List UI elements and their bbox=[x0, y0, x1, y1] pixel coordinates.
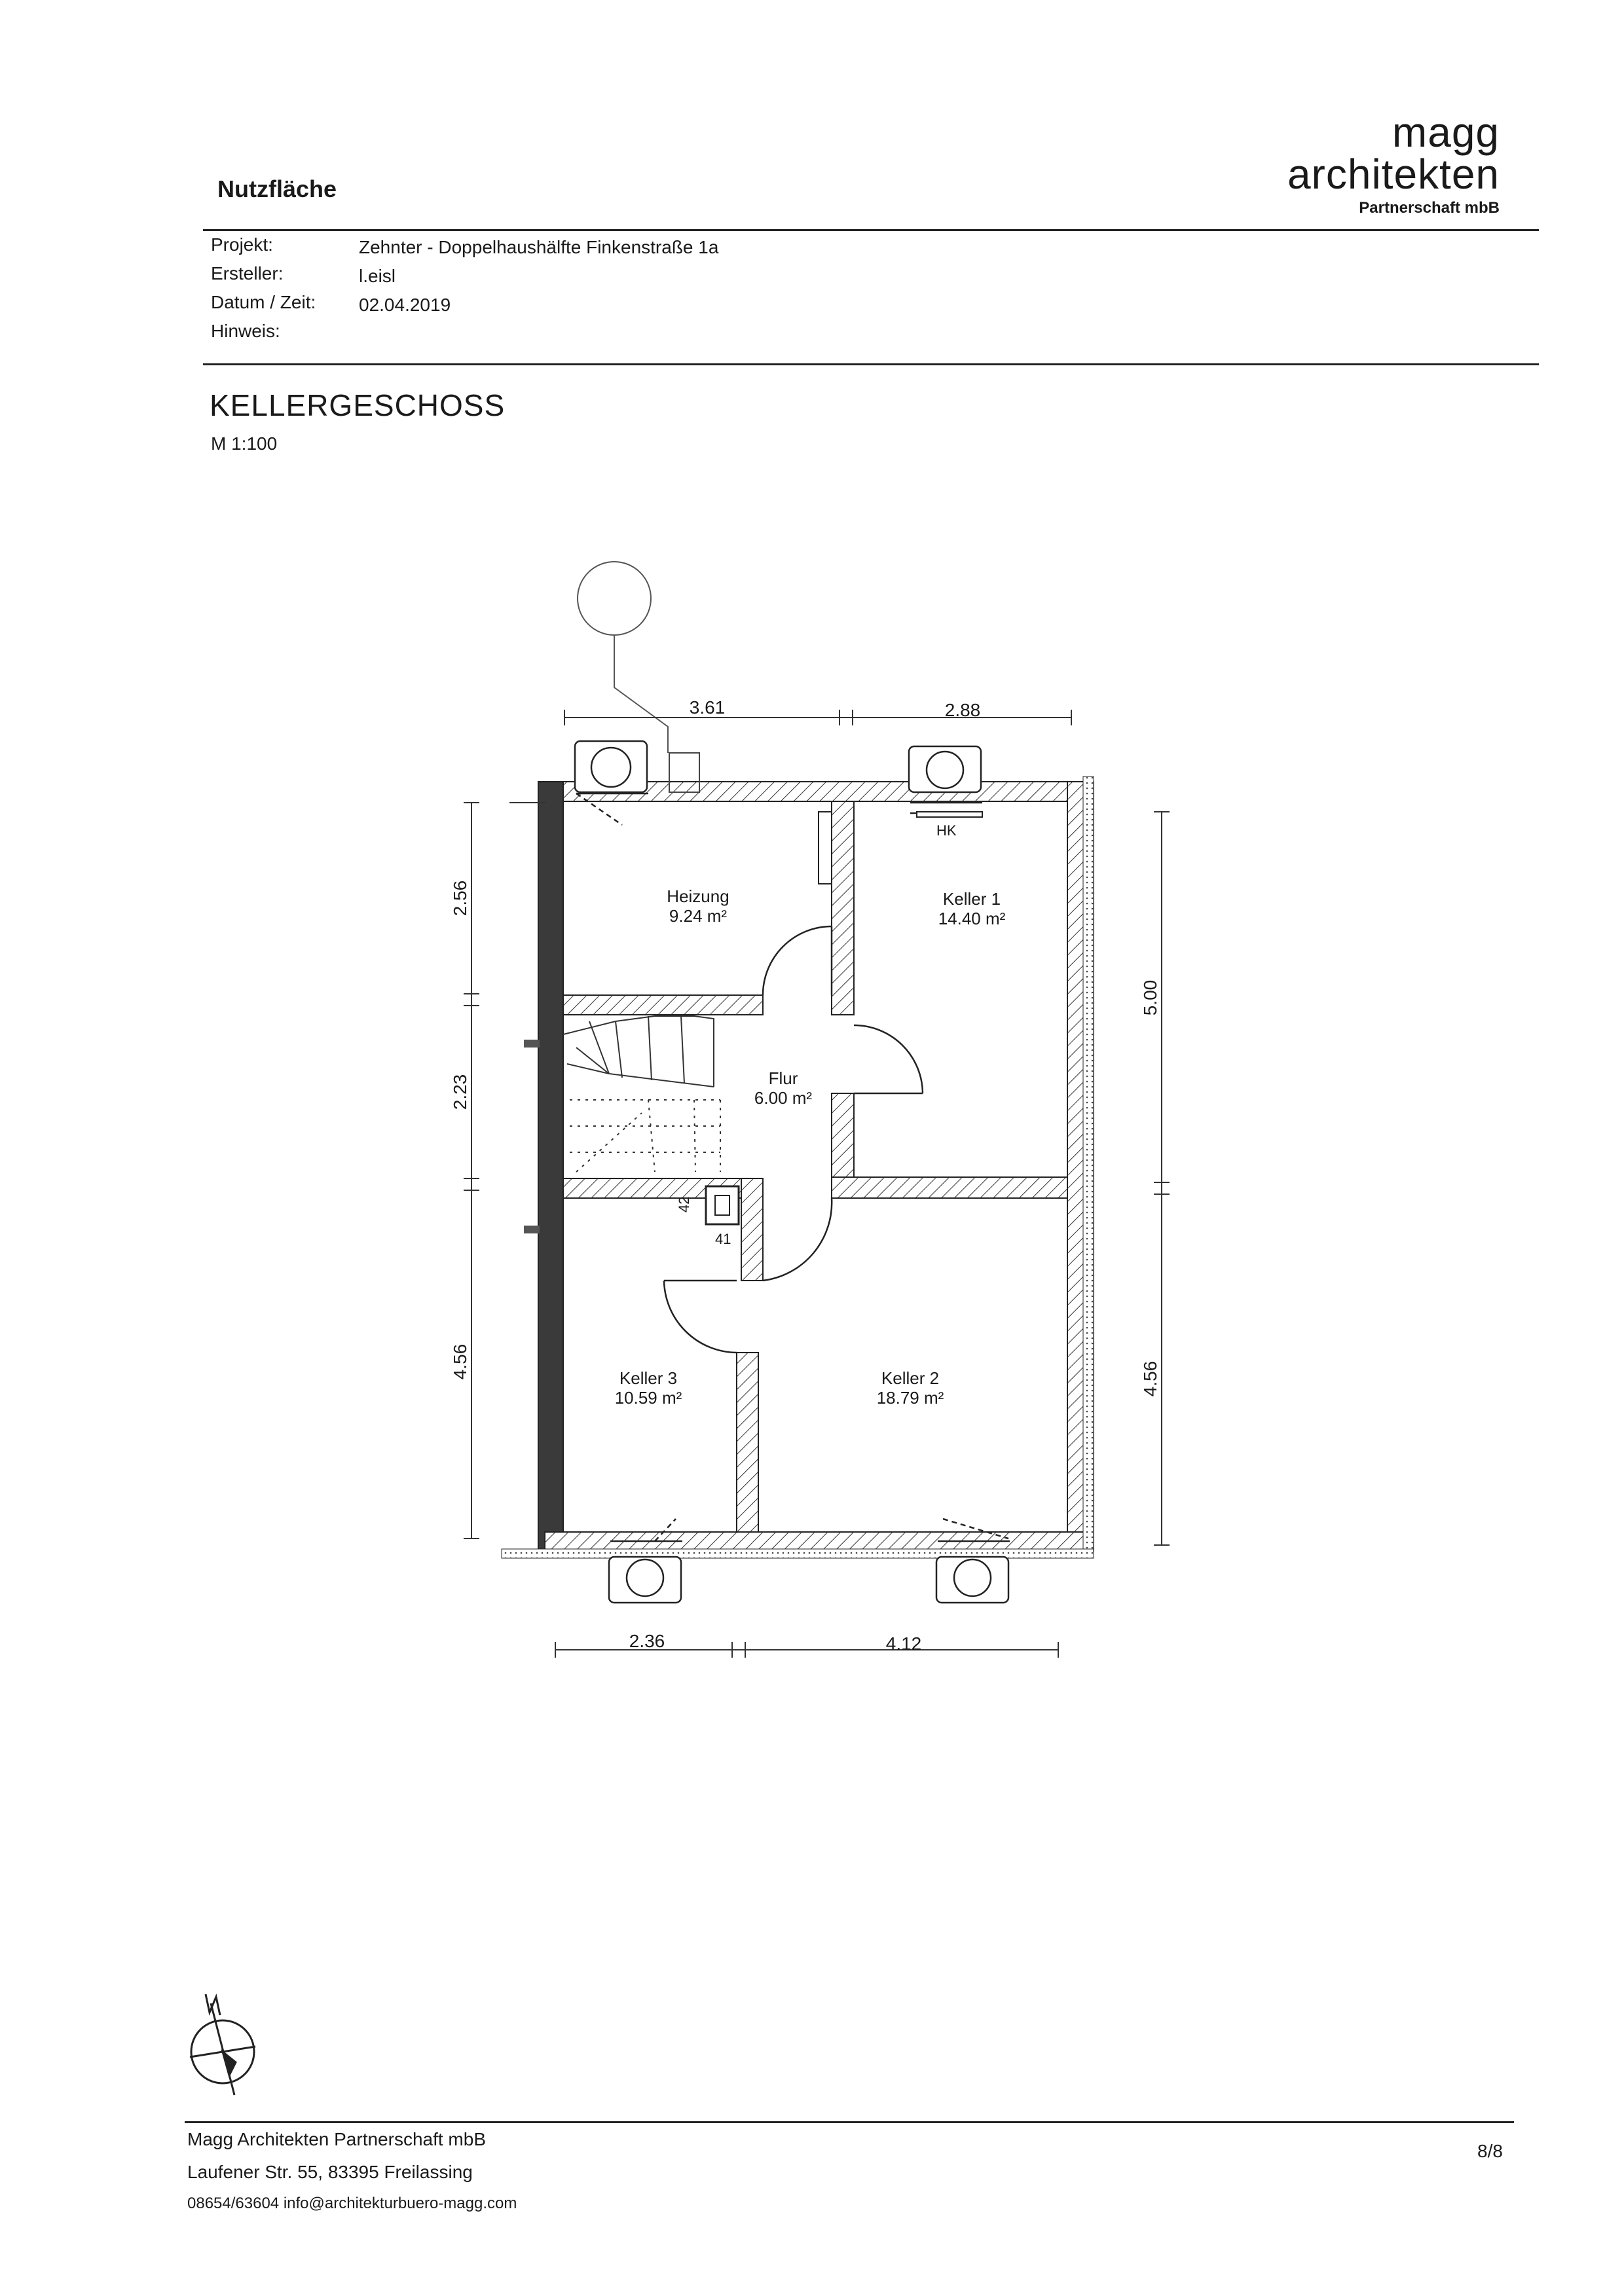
room-name: Heizung bbox=[667, 886, 729, 906]
dim-bottom-right: 4.12 bbox=[886, 1633, 922, 1654]
chimney-label-b: 41 bbox=[715, 1231, 731, 1247]
room-name: Keller 3 bbox=[619, 1368, 677, 1388]
dimension-lines bbox=[464, 710, 1170, 1658]
floor-title: KELLERGESCHOSS bbox=[210, 388, 506, 422]
header-rule bbox=[203, 229, 1539, 231]
footer-company: Magg Architekten Partnerschaft mbB bbox=[187, 2129, 486, 2149]
company-logo: magg architekten Partnerschaft mbB bbox=[1166, 111, 1500, 217]
room-area: 9.24 m² bbox=[669, 906, 727, 926]
page-title: Nutzfläche bbox=[217, 175, 337, 202]
footer-address: Laufener Str. 55, 83395 Freilassing bbox=[187, 2162, 473, 2182]
room-name: Flur bbox=[769, 1068, 798, 1088]
doors bbox=[663, 925, 924, 1354]
hk-label: HK bbox=[936, 822, 957, 839]
footer-contact: 08654/63604 info@architekturbuero-magg.c… bbox=[187, 2195, 517, 2212]
dim-right-1: 5.00 bbox=[1140, 980, 1160, 1016]
floor-scale: M 1:100 bbox=[211, 433, 278, 454]
reference-marker bbox=[577, 561, 669, 753]
dim-right-2: 4.56 bbox=[1140, 1361, 1160, 1397]
interior-walls bbox=[563, 752, 1068, 1533]
dimension-labels: 3.61 2.88 2.36 4.12 2.56 2.23 4.56 5.00 … bbox=[450, 697, 1160, 1654]
dim-top-left: 3.61 bbox=[690, 697, 726, 718]
logo-line-2: architekten bbox=[1287, 151, 1500, 198]
plan-annotations: HK 42 41 bbox=[676, 822, 957, 1247]
logo-line-1: magg bbox=[1392, 109, 1500, 156]
dim-left-2: 2.23 bbox=[450, 1074, 470, 1110]
projekt-label: Projekt: bbox=[211, 234, 273, 255]
hinweis-label: Hinweis: bbox=[211, 321, 280, 341]
datum-label: Datum / Zeit: bbox=[211, 292, 316, 312]
room-name: Keller 2 bbox=[881, 1368, 939, 1388]
room-area: 14.40 m² bbox=[938, 909, 1006, 928]
room-area: 10.59 m² bbox=[615, 1388, 682, 1408]
radiator bbox=[916, 811, 983, 818]
ersteller-value: l.eisl bbox=[359, 266, 396, 286]
ersteller-label: Ersteller: bbox=[211, 263, 284, 283]
page-number: 8/8 bbox=[1477, 2141, 1503, 2161]
outer-walls bbox=[501, 776, 1094, 1559]
room-area: 18.79 m² bbox=[877, 1388, 944, 1408]
logo-line-3: Partnerschaft mbB bbox=[1359, 199, 1500, 217]
footer-rule bbox=[185, 2121, 1514, 2123]
dim-left-1: 2.56 bbox=[450, 881, 470, 917]
datum-value: 02.04.2019 bbox=[359, 295, 451, 315]
staircase bbox=[563, 1015, 721, 1173]
room-name: Keller 1 bbox=[943, 889, 1001, 909]
dim-top-right: 2.88 bbox=[945, 700, 981, 720]
projekt-value: Zehnter - Doppelhaushälfte Finkenstraße … bbox=[359, 237, 719, 257]
room-labels: Heizung 9.24 m² Keller 1 14.40 m² Flur 6… bbox=[615, 886, 1006, 1408]
meta-rule bbox=[203, 363, 1539, 365]
dim-left-3: 4.56 bbox=[450, 1344, 470, 1380]
chimney-label-a: 42 bbox=[676, 1197, 692, 1212]
room-area: 6.00 m² bbox=[754, 1088, 812, 1108]
dim-bottom-left: 2.36 bbox=[629, 1631, 665, 1651]
north-arrow-icon bbox=[189, 1993, 256, 2096]
window-wells bbox=[574, 740, 1010, 1604]
